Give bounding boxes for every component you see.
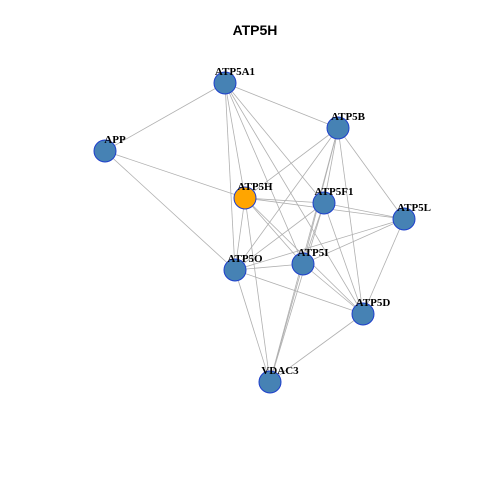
edge-atp5h-atp5o [234,197,246,271]
edge-app-atp5o [104,150,236,271]
node-atp5d[interactable]: ATP5D [351,297,391,326]
edge-layer [104,82,405,383]
node-circle[interactable] [326,116,350,140]
edge-atp5h-atp5f1 [244,197,325,204]
edge-atp5a1-atp5d [224,82,364,315]
edge-atp5f1-atp5d [323,202,364,315]
node-label: ATP5F1 [315,186,354,198]
edge-atp5a1-atp5f1 [224,82,325,204]
node-vdac3[interactable]: VDAC3 [258,365,299,394]
edge-app-atp5h [104,150,246,199]
node-circle[interactable] [392,207,416,231]
node-label: ATP5I [298,247,329,259]
node-label: ATP5D [356,297,391,309]
edge-atp5l-atp5o [234,218,405,271]
node-atp5b[interactable]: ATP5B [326,111,366,140]
node-atp5f1[interactable]: ATP5F1 [312,186,354,215]
node-atp5h[interactable]: ATP5H [233,181,273,210]
edge-atp5i-atp5d [302,263,364,315]
edge-atp5a1-atp5h [224,82,246,199]
edge-atp5a1-app [104,82,226,152]
edge-atp5d-vdac3 [269,313,364,383]
node-label: ATP5O [227,253,263,265]
edge-atp5l-atp5i [302,218,405,265]
node-circle[interactable] [258,370,282,394]
node-atp5a1[interactable]: ATP5A1 [213,66,255,95]
node-circle[interactable] [93,139,117,163]
node-circle[interactable] [223,258,247,282]
node-label: ATP5A1 [215,66,255,78]
edge-atp5o-atp5d [234,269,364,315]
node-atp5o[interactable]: ATP5O [223,253,263,282]
node-label: VDAC3 [261,365,299,377]
edge-atp5l-atp5d [362,218,405,315]
edge-atp5a1-atp5b [224,82,339,129]
edge-atp5b-atp5f1 [323,127,339,204]
node-circle[interactable] [312,191,336,215]
node-atp5l[interactable]: ATP5L [392,202,431,231]
edge-atp5b-atp5d [337,127,364,315]
node-label: APP [104,134,126,146]
edge-atp5b-atp5o [234,127,339,271]
node-app[interactable]: APP [93,134,126,163]
edge-atp5f1-atp5l [323,202,405,220]
edge-atp5a1-atp5i [224,82,304,265]
node-circle[interactable] [213,71,237,95]
edge-atp5i-vdac3 [269,263,304,383]
edge-atp5b-atp5l [337,127,405,220]
node-circle[interactable] [351,302,375,326]
node-circle[interactable] [233,186,257,210]
node-label: ATP5L [397,202,431,214]
edge-atp5h-vdac3 [244,197,271,383]
node-circle[interactable] [291,252,315,276]
node-label: ATP5B [331,111,366,123]
edge-atp5a1-atp5o [224,82,236,271]
edge-atp5b-atp5h [244,127,339,199]
edge-atp5h-atp5i [244,197,304,265]
edge-atp5f1-vdac3 [269,202,325,383]
node-label: ATP5H [237,181,273,193]
edge-atp5f1-atp5o [234,202,325,271]
edge-atp5o-vdac3 [234,269,271,383]
diagram-title: ATP5H [233,22,278,38]
node-atp5i[interactable]: ATP5I [291,247,329,276]
